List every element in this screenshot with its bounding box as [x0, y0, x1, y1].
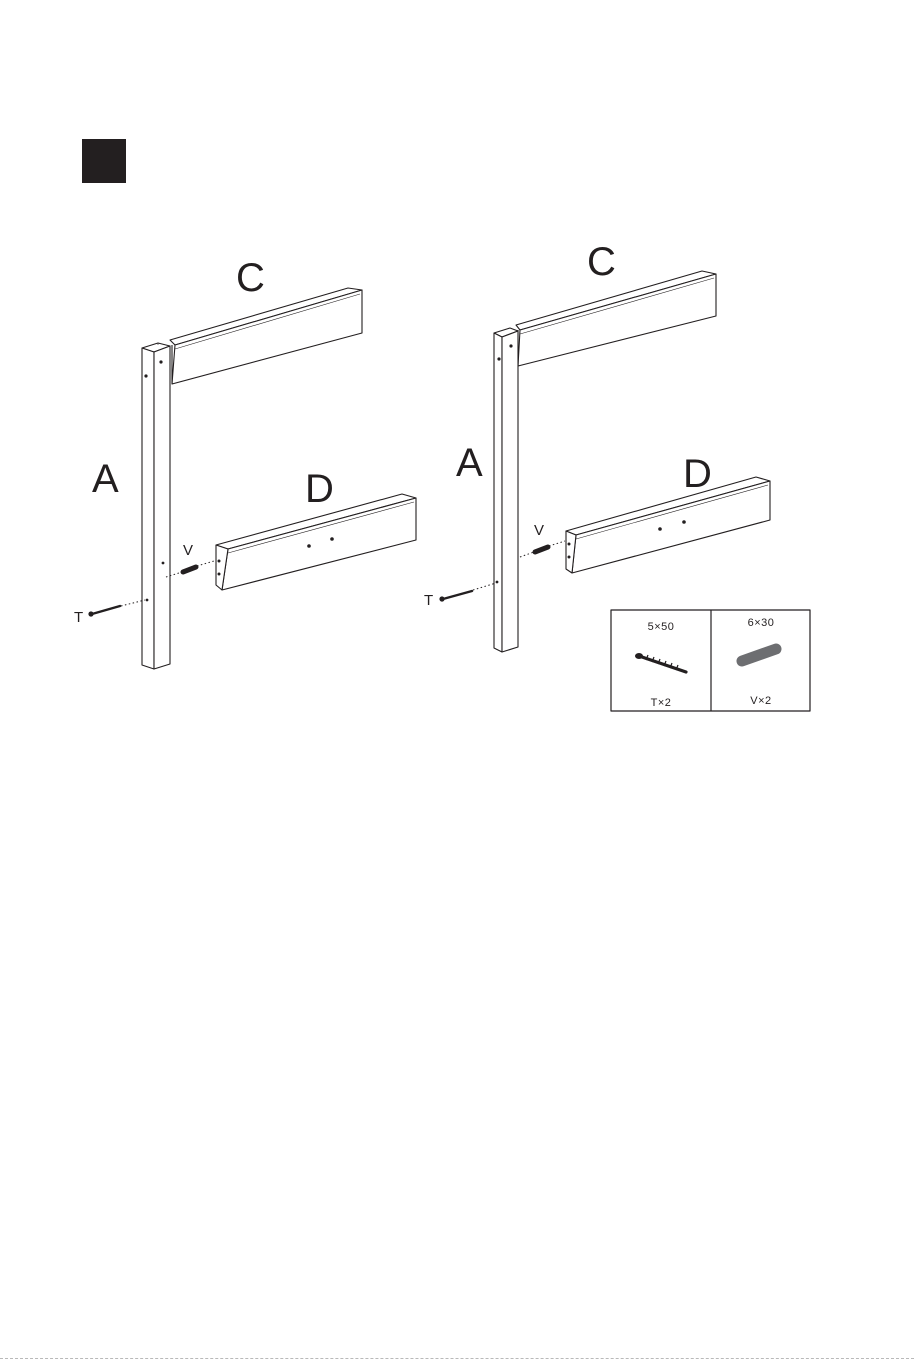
legend-screw-qty: T×2 [651, 697, 672, 709]
left-label-v: V [183, 542, 193, 559]
left-top-rail-c [170, 288, 362, 384]
left-screw-t-icon [88, 600, 145, 617]
right-lower-rail-d [566, 477, 770, 573]
right-screw-t-icon [439, 583, 496, 602]
right-label-v: V [534, 522, 544, 539]
right-assembly [439, 271, 770, 652]
legend-screw-size: 5×50 [648, 621, 675, 633]
hardware-legend [611, 610, 810, 711]
left-post-a [142, 343, 170, 669]
left-label-t: T [74, 609, 83, 626]
right-label-t: T [424, 592, 433, 609]
right-post-a [494, 328, 518, 652]
right-label-a: A [456, 441, 483, 485]
left-label-c: C [236, 256, 265, 300]
right-label-c: C [587, 240, 616, 284]
page-bottom-rule [0, 1358, 914, 1359]
left-dowel-v-icon [166, 561, 214, 577]
right-top-rail-c [516, 271, 716, 366]
legend-dowel-size: 6×30 [748, 617, 775, 629]
right-dowel-v-icon [520, 541, 565, 557]
right-label-d: D [683, 452, 712, 496]
left-label-d: D [305, 467, 334, 511]
legend-dowel-qty: V×2 [750, 695, 771, 707]
left-assembly [88, 288, 416, 669]
left-label-a: A [92, 457, 119, 501]
